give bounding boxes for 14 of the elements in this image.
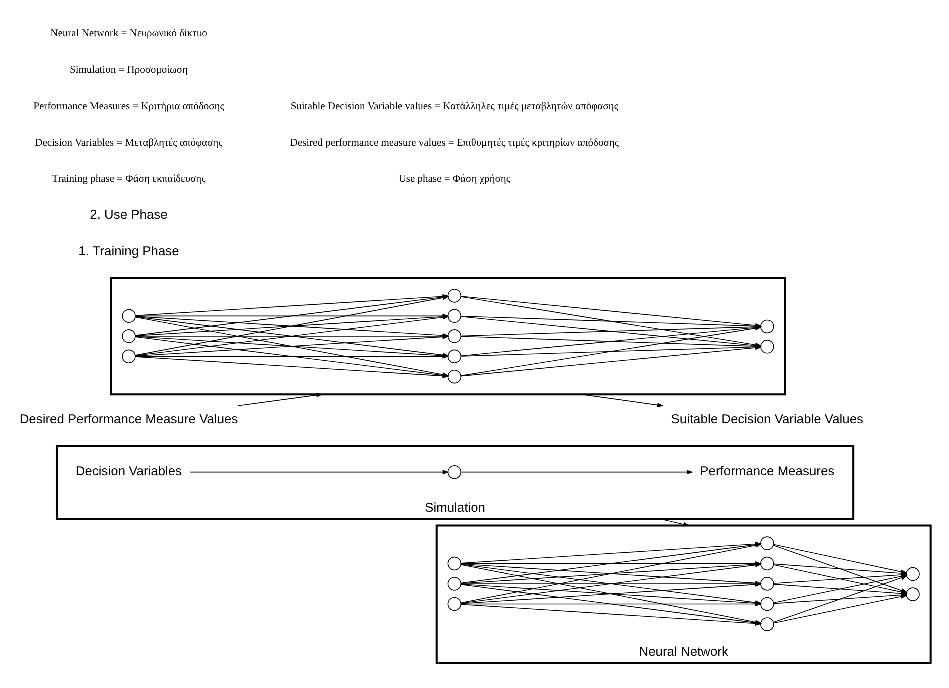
node-text: Suitable Decision Variable Values <box>671 411 864 426</box>
label: Use phase = Φάση χρήσης <box>398 174 511 185</box>
node-text: Performance Measures <box>700 462 835 478</box>
label: Simulation = Προσομοίωση <box>70 64 188 76</box>
label: 2. Use Phase <box>90 206 168 222</box>
label: Neural Network = Νευρωνικό δίκτυο <box>50 28 208 40</box>
label: Decision Variables = Μεταβλητές απόφασης <box>35 137 223 148</box>
label: 1. Training Phase <box>78 242 180 258</box>
label: Desired performance measure values = Επιθυμητές τιμές κριτηρίων απόδοσης <box>290 137 620 148</box>
node-text: Decision Variables <box>76 462 182 478</box>
label: Suitable Decision Variable values = Κατάλληλες τιμές μεταβλητών απόφασης <box>290 100 618 112</box>
label: Training phase = Φάση εκπαίδευσης <box>52 174 206 185</box>
node-text: Desired Performance Measure Values <box>20 411 238 426</box>
label: Performance Measures = Κριτήρια απόδοσης <box>34 100 224 112</box>
